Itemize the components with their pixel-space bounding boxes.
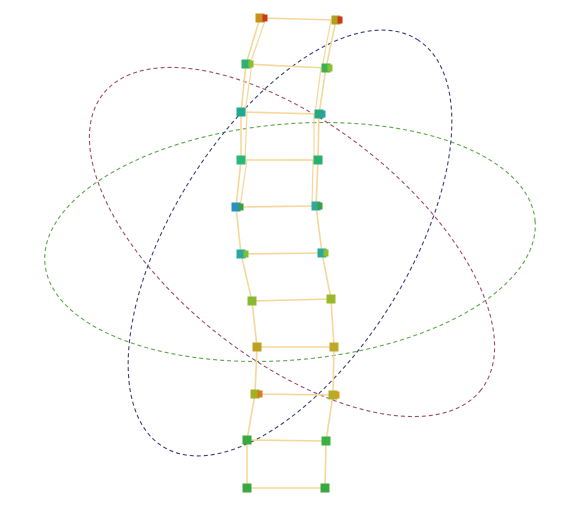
edge-right-inner-1 (321, 19, 332, 69)
node-right-9 (328, 390, 338, 400)
node-right-2-accent (327, 64, 333, 72)
edge-left-rail-2 (240, 63, 247, 113)
node-right-5 (311, 201, 321, 211)
ellipse-purple (88, 66, 496, 418)
edge-right-inner-2 (314, 67, 322, 115)
edge-right-rail-3 (317, 113, 320, 161)
graph-nodes (231, 13, 343, 493)
node-right-4 (313, 155, 323, 165)
node-left-10 (242, 435, 252, 445)
edge-rung-6 (240, 252, 323, 255)
edge-right-rail-6 (321, 252, 332, 300)
edge-rung-shade-5 (249, 205, 301, 208)
node-left-6-accent (243, 250, 249, 258)
edge-right-rail-10 (324, 440, 327, 489)
edge-right-rail-8 (332, 346, 335, 396)
edge-rung-3 (240, 111, 320, 115)
node-left-11 (242, 483, 252, 493)
node-left-7 (247, 296, 257, 306)
edge-left-rail-9 (246, 393, 256, 441)
edge-rung-2 (245, 63, 327, 69)
node-right-8 (329, 342, 339, 352)
edge-right-inner-4 (311, 159, 314, 207)
edge-left-rail-7 (251, 300, 258, 348)
node-left-5 (231, 202, 241, 212)
node-left-3 (236, 107, 246, 117)
edge-right-rail-9 (325, 394, 334, 442)
edge-left-inner-4 (239, 159, 248, 208)
node-left-9 (250, 389, 260, 399)
node-right-10 (321, 436, 331, 446)
node-right-11 (320, 483, 330, 493)
node-left-9-accent (257, 390, 263, 398)
node-left-8 (252, 342, 262, 352)
node-left-5-accent (238, 203, 244, 211)
edge-rung-1 (259, 17, 337, 21)
edge-right-rail-7 (330, 298, 335, 348)
node-left-4 (236, 155, 246, 165)
node-right-3-accent (320, 110, 326, 118)
edge-left-rail-8 (254, 346, 258, 395)
ellipse-navy (127, 29, 453, 457)
edge-left-inner-2 (244, 63, 253, 113)
node-right-9-accent (334, 391, 340, 399)
edge-rung-10 (246, 439, 327, 442)
node-right-5-accent (317, 202, 323, 210)
node-right-2 (321, 63, 331, 73)
node-left-1 (255, 13, 265, 23)
node-right-6 (317, 248, 327, 258)
node-left-1-accent (262, 14, 268, 22)
edge-left-rail-1 (245, 17, 261, 65)
edge-right-rail-2 (318, 67, 327, 115)
edge-left-rail-4 (235, 159, 242, 208)
edge-rung-shade-9 (261, 393, 319, 396)
node-right-1 (331, 15, 341, 25)
node-left-6 (236, 249, 246, 259)
node-right-1-accent (337, 16, 343, 24)
node-right-7 (326, 294, 336, 304)
edge-right-rail-4 (315, 159, 319, 207)
edge-rung-7 (251, 298, 332, 302)
edge-right-rail-5 (315, 205, 323, 254)
edge-left-inner-3 (244, 111, 248, 161)
edge-left-rail-6 (240, 253, 253, 302)
edge-left-rail-5 (235, 206, 242, 255)
edge-left-inner-1 (249, 17, 267, 65)
graph-edges (235, 17, 337, 489)
node-left-2-accent (248, 60, 254, 68)
orbit-ellipses (44, 29, 536, 457)
ellipse-green (44, 121, 536, 363)
node-left-2 (241, 59, 251, 69)
node-right-6-accent (323, 249, 329, 257)
node-right-3 (314, 109, 324, 119)
edge-right-rail-1 (325, 19, 337, 69)
